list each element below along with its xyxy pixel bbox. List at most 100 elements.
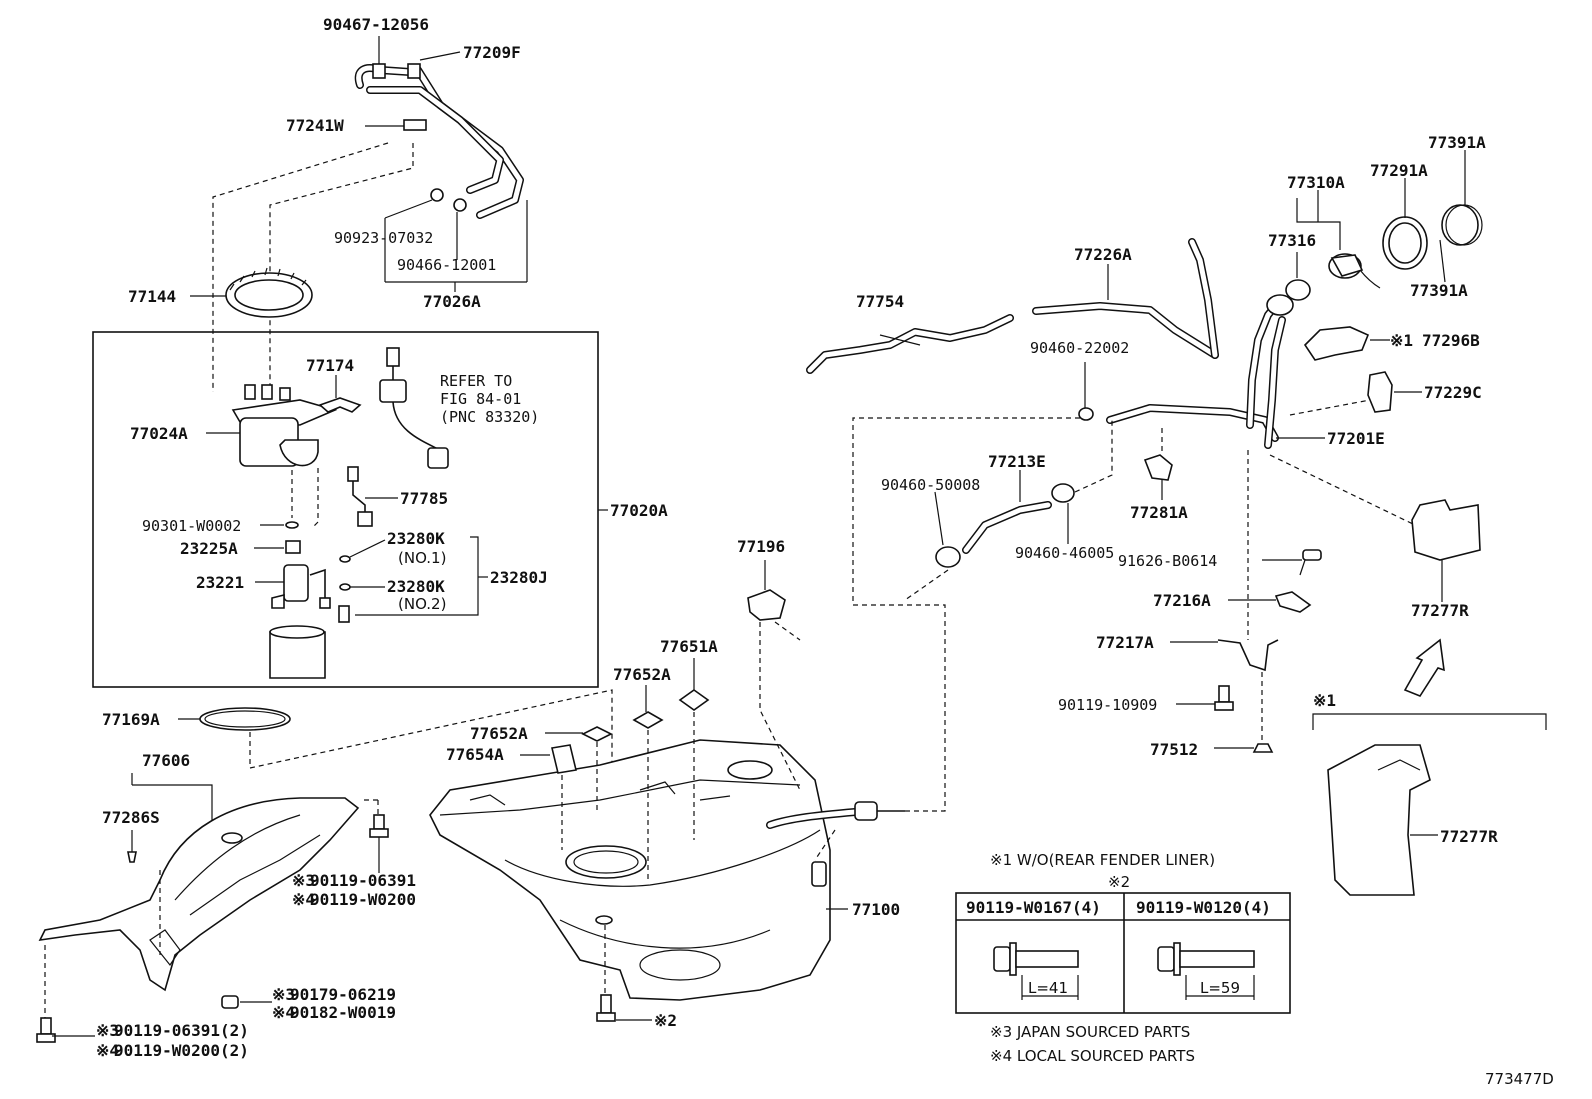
label-77209F: 77209F bbox=[463, 43, 521, 62]
label-77281A: 77281A bbox=[1130, 503, 1188, 522]
label-77316: 77316 bbox=[1268, 231, 1316, 250]
filler-ring-77291A bbox=[1382, 216, 1428, 270]
label-90301-W0002: 90301-W0002 bbox=[142, 517, 241, 535]
fuel-cap bbox=[1328, 253, 1381, 289]
label-77296B: 77296B bbox=[1422, 331, 1480, 350]
label-77754: 77754 bbox=[856, 292, 904, 311]
note-local: ※4 LOCAL SOURCED PARTS bbox=[990, 1047, 1195, 1065]
label-77024A: 77024A bbox=[130, 424, 188, 443]
label-23280K-2: 23280K bbox=[387, 577, 445, 596]
refer-line-2: FIG 84-01 bbox=[440, 390, 521, 408]
label-77277R-a: 77277R bbox=[1411, 601, 1469, 620]
fuel-pump-assembly-box bbox=[92, 331, 599, 688]
mark-3b: ※3 bbox=[272, 985, 295, 1004]
mark-4b: ※4 bbox=[272, 1003, 295, 1022]
bolt-col1-header: 90119-W0167(4) bbox=[966, 898, 1101, 917]
label-90182-W0019: 90182-W0019 bbox=[290, 1003, 396, 1022]
label-77213E: 77213E bbox=[988, 452, 1046, 471]
label-77391A-bot: 77391A bbox=[1410, 281, 1468, 300]
label-90119-06391-2: 90119-06391(2) bbox=[114, 1021, 249, 1040]
label-no2: (NO.2) bbox=[398, 595, 446, 613]
bracket-77216A bbox=[1274, 591, 1312, 613]
harness-connector bbox=[379, 347, 449, 469]
bracket-77654A bbox=[551, 744, 577, 774]
mark-1-group: ※1 bbox=[1313, 691, 1336, 710]
protector-77277R-bottom bbox=[1327, 744, 1431, 896]
label-77229C: 77229C bbox=[1424, 383, 1482, 402]
label-77217A: 77217A bbox=[1096, 633, 1154, 652]
bracket-77296B bbox=[1303, 326, 1370, 361]
note-japan: ※3 JAPAN SOURCED PARTS bbox=[990, 1023, 1190, 1041]
label-90179-06219: 90179-06219 bbox=[290, 985, 396, 1004]
bolt-icon-1 bbox=[993, 942, 1079, 1000]
label-91626-B0614: 91626-B0614 bbox=[1118, 552, 1217, 570]
label-77174: 77174 bbox=[306, 356, 354, 375]
arrow-icon bbox=[1403, 638, 1445, 697]
hose-clamp-77196 bbox=[747, 589, 786, 621]
label-23225A: 23225A bbox=[180, 539, 238, 558]
bracket-77217A bbox=[1217, 639, 1279, 672]
label-77201E: 77201E bbox=[1327, 429, 1385, 448]
mark-4a: ※4 bbox=[292, 890, 315, 909]
pump-wire bbox=[347, 466, 373, 527]
clip-77229C bbox=[1367, 371, 1393, 413]
label-77226A: 77226A bbox=[1074, 245, 1132, 264]
label-77652A-b: 77652A bbox=[470, 724, 528, 743]
refer-line-1: REFER TO bbox=[440, 372, 512, 390]
label-77196: 77196 bbox=[737, 537, 785, 556]
bolt-icon-2 bbox=[1157, 942, 1255, 1000]
retainer-ring bbox=[225, 267, 313, 318]
fuel-tank bbox=[429, 739, 831, 1001]
label-90460-22002: 90460-22002 bbox=[1030, 339, 1129, 357]
filler-ring-77391A bbox=[1441, 204, 1483, 246]
label-77286S: 77286S bbox=[102, 808, 160, 827]
label-note-2-tank: ※2 bbox=[654, 1011, 677, 1030]
note-wo-liner: ※1 W/O(REAR FENDER LINER) bbox=[990, 851, 1215, 869]
pad-77652A-top bbox=[632, 711, 664, 729]
label-90460-46005: 90460-46005 bbox=[1015, 544, 1114, 562]
label-23280K-1: 23280K bbox=[387, 529, 445, 548]
label-77020A: 77020A bbox=[610, 501, 668, 520]
bolt-table: 90119-W0167(4) 90119-W0120(4) L=41 L=59 bbox=[955, 892, 1291, 1014]
label-77241W: 77241W bbox=[286, 116, 344, 135]
label-90467-12056: 90467-12056 bbox=[323, 15, 429, 34]
bolt-col2-length: L=59 bbox=[1200, 979, 1240, 997]
filler-pipe bbox=[1106, 279, 1311, 449]
label-90119-W0200: 90119-W0200 bbox=[310, 890, 416, 909]
label-77216A: 77216A bbox=[1153, 591, 1211, 610]
refer-line-3: (PNC 83320) bbox=[440, 408, 539, 426]
label-77291A: 77291A bbox=[1370, 161, 1428, 180]
label-23221: 23221 bbox=[196, 573, 244, 592]
label-77654A: 77654A bbox=[446, 745, 504, 764]
bolt-col2-header: 90119-W0120(4) bbox=[1136, 898, 1271, 917]
clip-77281A bbox=[1143, 454, 1173, 481]
mark-3a: ※3 bbox=[292, 871, 315, 890]
label-77169A: 77169A bbox=[102, 710, 160, 729]
bolt-col1-length: L=41 bbox=[1028, 979, 1068, 997]
pad-77651A bbox=[678, 689, 710, 711]
label-77391A-top: 77391A bbox=[1428, 133, 1486, 152]
label-23280J: 23280J bbox=[490, 568, 548, 587]
pad-77652A-mid bbox=[581, 726, 613, 742]
fuel-pump bbox=[271, 564, 331, 609]
protector-77277R-top bbox=[1411, 499, 1481, 561]
label-90466-12001: 90466-12001 bbox=[397, 256, 496, 274]
diagram-id: 773477D bbox=[1485, 1070, 1554, 1088]
label-77785: 77785 bbox=[400, 489, 448, 508]
clip-part bbox=[318, 397, 362, 413]
note-mark-2: ※2 bbox=[1108, 873, 1130, 891]
label-77652A-a: 77652A bbox=[613, 665, 671, 684]
pump-filter bbox=[269, 631, 326, 679]
label-90119-W0200-2: 90119-W0200(2) bbox=[114, 1041, 249, 1060]
fuel-tube-assembly bbox=[354, 63, 524, 219]
fuel-sender-gauge bbox=[231, 384, 338, 467]
mark-1-77296B: ※1 bbox=[1390, 331, 1413, 350]
label-90923-07032: 90923-07032 bbox=[334, 229, 433, 247]
label-77026A: 77026A bbox=[423, 292, 481, 311]
label-77144: 77144 bbox=[128, 287, 176, 306]
label-77100: 77100 bbox=[852, 900, 900, 919]
label-77310A: 77310A bbox=[1287, 173, 1345, 192]
plug-77512 bbox=[1252, 743, 1274, 753]
label-90119-06391: 90119-06391 bbox=[310, 871, 416, 890]
